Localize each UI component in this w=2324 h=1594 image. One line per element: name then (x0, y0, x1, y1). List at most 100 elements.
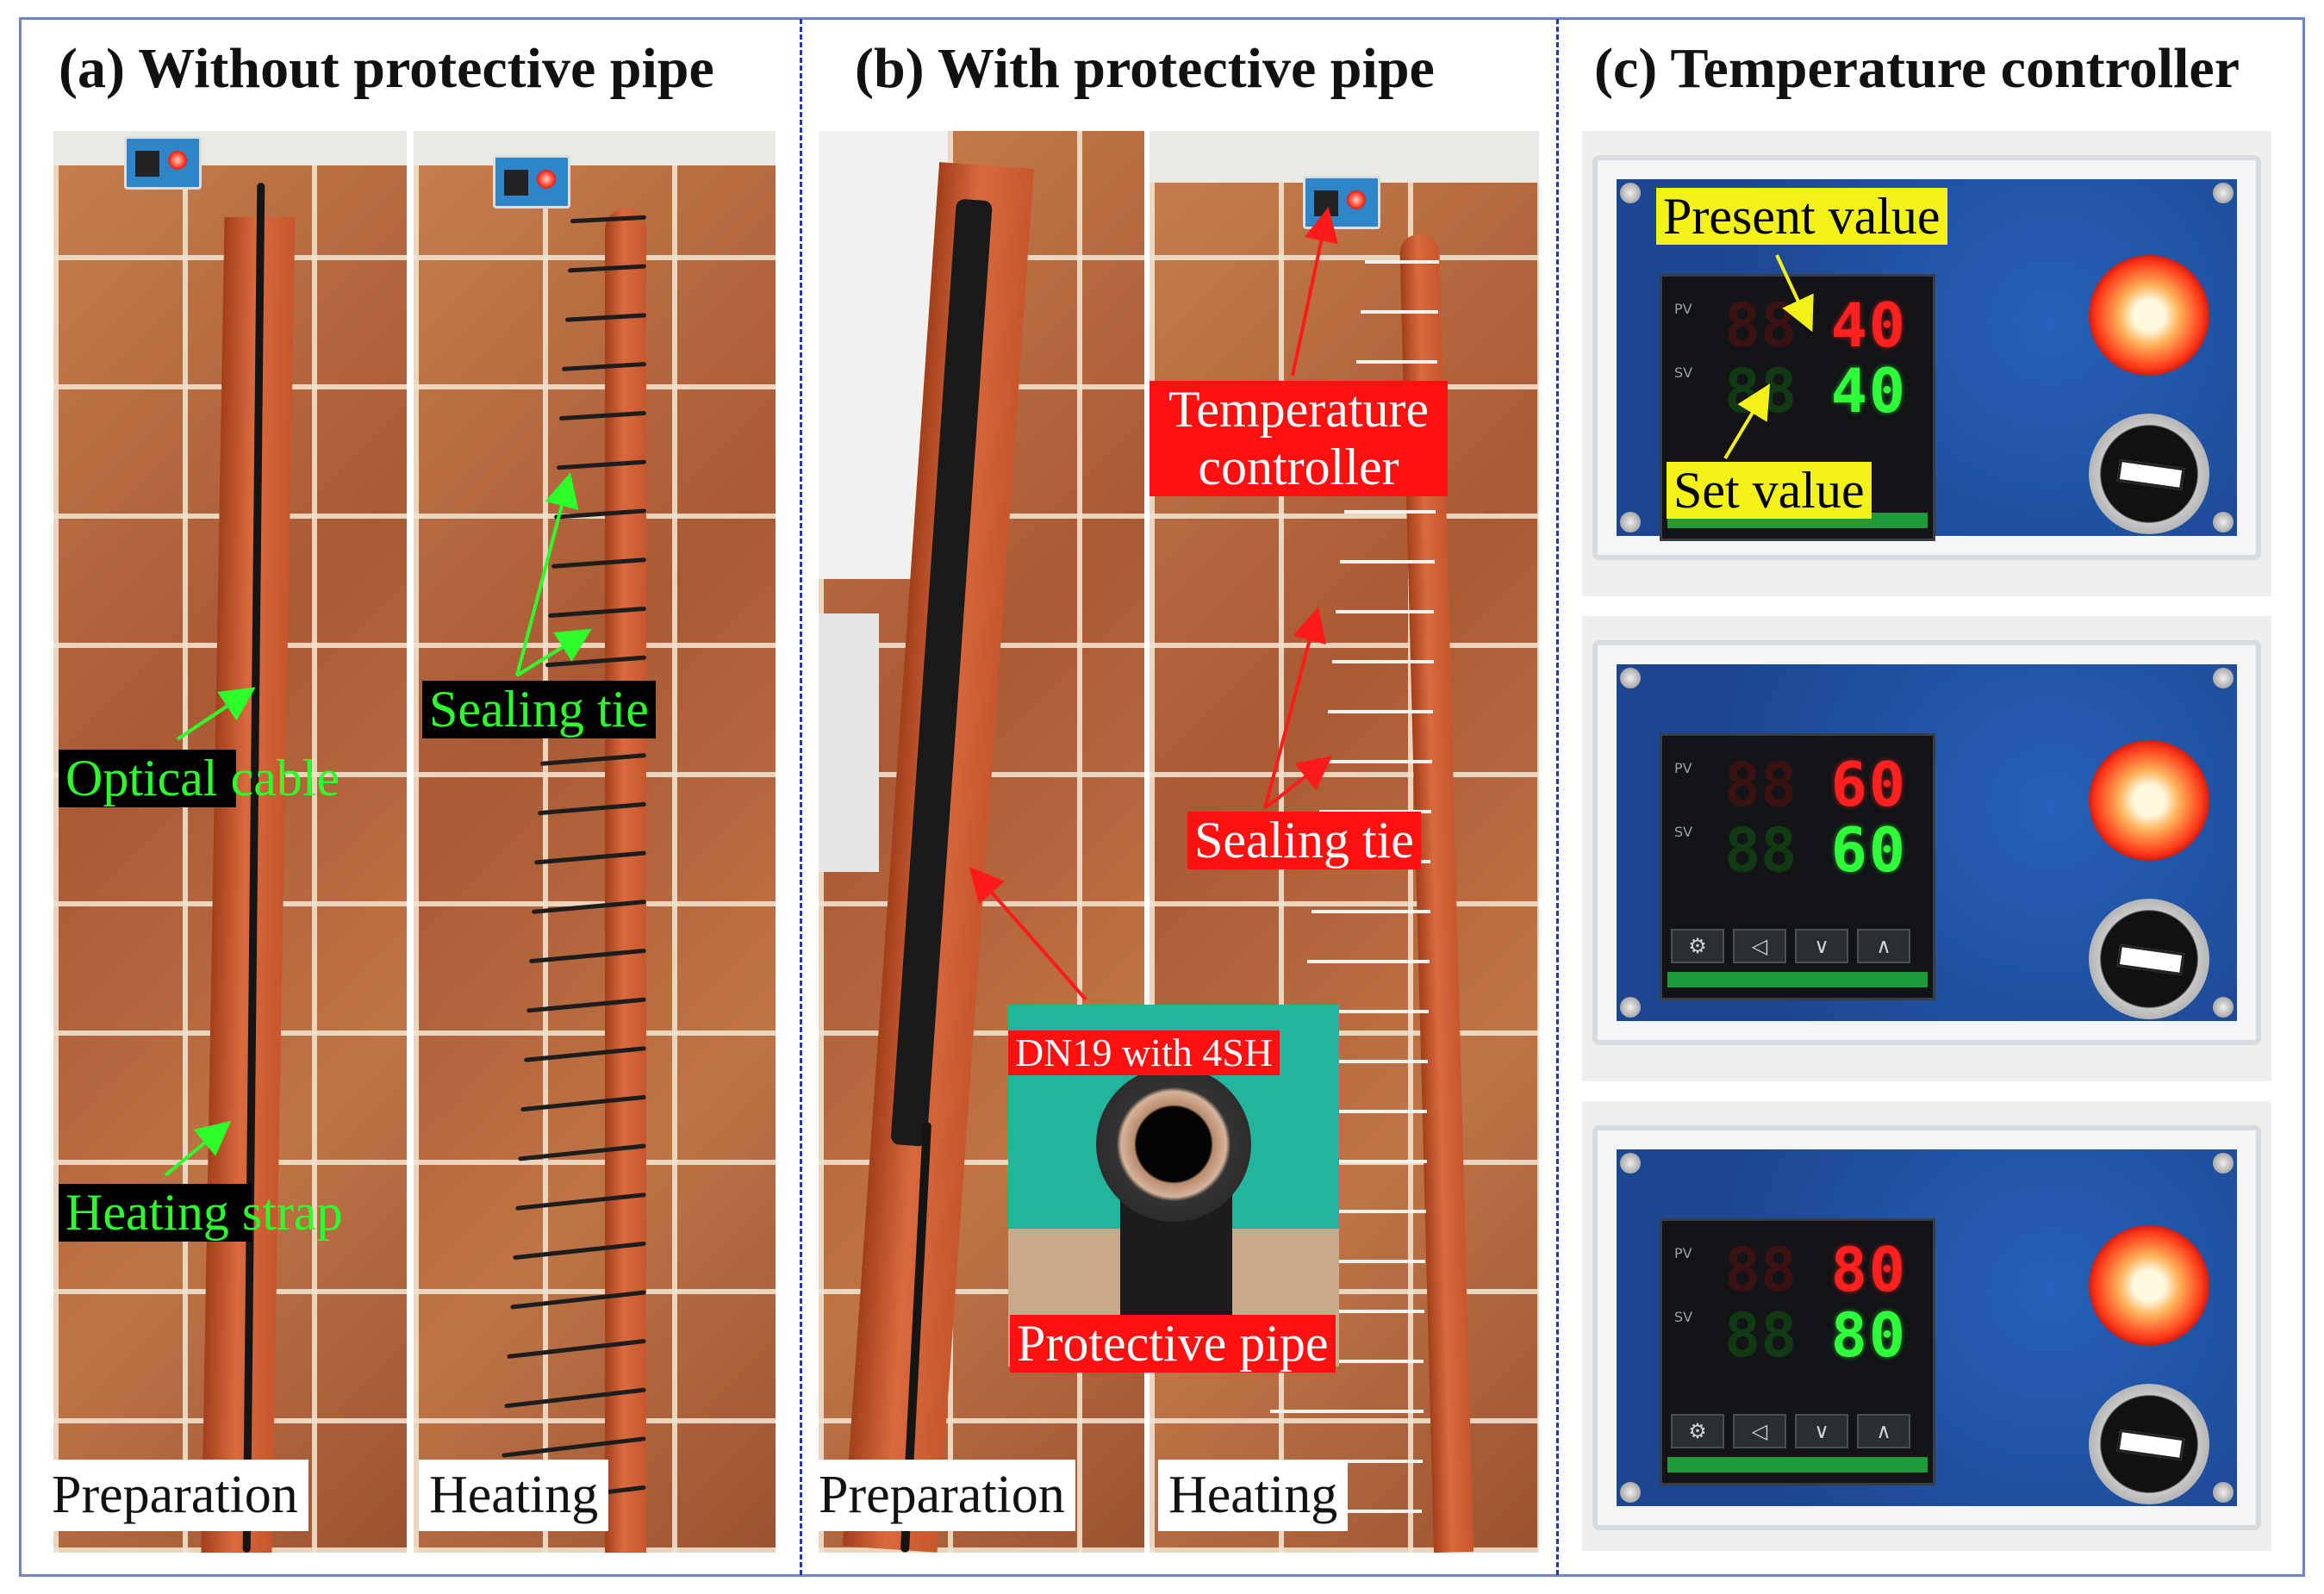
screw (2213, 1153, 2234, 1174)
wall (1150, 131, 1539, 183)
controller-face: PV SV 88 60 88 60 ⚙ ◁ ∨ ∧ (1617, 664, 2237, 1021)
meter-buttons: ⚙ ◁ ∨ ∧ (1671, 1414, 1910, 1448)
controller-case: PV SV 88 80 88 80 ⚙ ◁ ∨ ∧ (1592, 1125, 2261, 1530)
screw (2213, 997, 2234, 1018)
down-button[interactable]: ∨ (1795, 929, 1848, 963)
controller-photo-2: PV SV 88 60 88 60 ⚙ ◁ ∨ ∧ (1582, 616, 2271, 1081)
caption-b-heating: Heating (1158, 1460, 1349, 1531)
temperature-meter: PV SV 88 60 88 60 ⚙ ◁ ∨ ∧ (1660, 733, 1935, 1000)
sealing-tie (1361, 310, 1439, 314)
shift-button[interactable]: ◁ (1733, 929, 1786, 963)
indicator-lamp (2089, 740, 2209, 861)
label-present-value: Present value (1656, 188, 1947, 245)
panel-b-title: (b) With protective pipe (855, 37, 1435, 100)
panel-c-title: (c) Temperature controller (1594, 37, 2240, 100)
temperature-meter: PV SV 88 80 88 80 ⚙ ◁ ∨ ∧ (1660, 1218, 1935, 1485)
sv-unused-digits: 88 (1724, 1300, 1798, 1371)
wall (414, 131, 776, 165)
set-button[interactable]: ⚙ (1671, 1414, 1724, 1448)
caption-b-preparation: Preparation (808, 1460, 1075, 1531)
screw (2213, 512, 2234, 532)
sealing-tie (1282, 1260, 1425, 1263)
sealing-tie (1269, 1410, 1424, 1413)
sv-display: 60 (1830, 815, 1907, 886)
controller-photo-3: PV SV 88 80 88 80 ⚙ ◁ ∨ ∧ (1582, 1101, 2271, 1551)
figure-frame (19, 17, 2305, 1577)
screw (2213, 1482, 2234, 1503)
sealing-tie (1286, 1210, 1426, 1213)
pv-display: 80 (1830, 1235, 1907, 1305)
sv-display: 40 (1830, 356, 1907, 427)
pv-display: 60 (1830, 750, 1907, 820)
screw (1620, 668, 1641, 688)
sealing-tie (1299, 1060, 1429, 1063)
set-button[interactable]: ⚙ (1671, 929, 1724, 963)
heater-control-box (124, 136, 202, 190)
caption-a-preparation: Preparation (41, 1460, 308, 1531)
sealing-tie (1303, 1010, 1429, 1013)
sealing-tie (1278, 1310, 1425, 1313)
model-strip (1667, 972, 1928, 987)
sealing-tie (1311, 910, 1430, 913)
power-switch[interactable] (2089, 899, 2209, 1019)
label-set-value: Set value (1667, 462, 1872, 519)
pv-unused-digits: 88 (1724, 1235, 1798, 1305)
sealing-tie (1340, 560, 1436, 564)
power-switch[interactable] (2089, 414, 2209, 534)
screw (2213, 668, 2234, 688)
label-protective-pipe: Protective pipe (1010, 1315, 1336, 1373)
pipe-cross-section (1096, 1067, 1251, 1222)
pv-label: PV (1674, 760, 1692, 776)
power-switch[interactable] (2089, 1384, 2209, 1504)
up-button[interactable]: ∧ (1857, 1414, 1910, 1448)
photo-a-preparation (53, 131, 407, 1553)
white-shelf-leg (819, 613, 879, 872)
down-button[interactable]: ∨ (1795, 1414, 1848, 1448)
label-heating-strap: Heating strap (59, 1184, 343, 1242)
sealing-tie (1327, 710, 1433, 713)
sealing-tie (1336, 610, 1435, 613)
sv-label: SV (1674, 1309, 1693, 1325)
indicator-lamp (2089, 1225, 2209, 1346)
separator-bc (1556, 19, 1559, 1575)
sealing-tie (1290, 1160, 1427, 1163)
label-dn19: DN19 with 4SH (1008, 1030, 1280, 1075)
caption-a-heating: Heating (419, 1460, 609, 1531)
wall (53, 131, 407, 165)
indicator-lamp (2089, 255, 2209, 376)
sealing-tie (1306, 960, 1430, 963)
shift-button[interactable]: ◁ (1733, 1414, 1786, 1448)
pv-display: 40 (1830, 290, 1907, 361)
pv-label: PV (1674, 301, 1692, 317)
photo-a-heating (414, 131, 776, 1553)
screw (1620, 1482, 1641, 1503)
label-temperature-controller-text: Temperature controller (1168, 381, 1430, 496)
sealing-tie (1324, 760, 1432, 763)
model-strip (1667, 1457, 1928, 1473)
sealing-tie (1356, 360, 1438, 364)
screw (1620, 997, 1641, 1018)
heater-control-box (1303, 176, 1380, 229)
up-button[interactable]: ∧ (1857, 929, 1910, 963)
screw (1620, 1153, 1641, 1174)
label-sealing-tie-a: Sealing tie (422, 681, 656, 739)
heater-control-box (493, 155, 570, 209)
controller-face: PV SV 88 80 88 80 ⚙ ◁ ∨ ∧ (1617, 1149, 2237, 1506)
sealing-tie (1331, 660, 1434, 663)
separator-ab (800, 19, 802, 1575)
wrapped-heating-strap (605, 209, 646, 1553)
pv-unused-digits: 88 (1724, 290, 1798, 361)
sv-label: SV (1674, 364, 1693, 381)
sv-unused-digits: 88 (1724, 815, 1798, 886)
sealing-tie (1274, 1360, 1424, 1363)
screw (1620, 183, 1641, 203)
sealing-tie (1365, 260, 1439, 264)
label-optical-cable: Optical cable (59, 750, 340, 808)
sv-display: 80 (1830, 1300, 1907, 1371)
sealing-tie (1294, 1110, 1428, 1113)
pv-unused-digits: 88 (1724, 750, 1798, 820)
label-temperature-controller: Temperature controller (1150, 381, 1448, 497)
screw (1620, 512, 1641, 532)
meter-buttons: ⚙ ◁ ∨ ∧ (1671, 929, 1910, 963)
sv-unused-digits: 88 (1724, 356, 1798, 427)
